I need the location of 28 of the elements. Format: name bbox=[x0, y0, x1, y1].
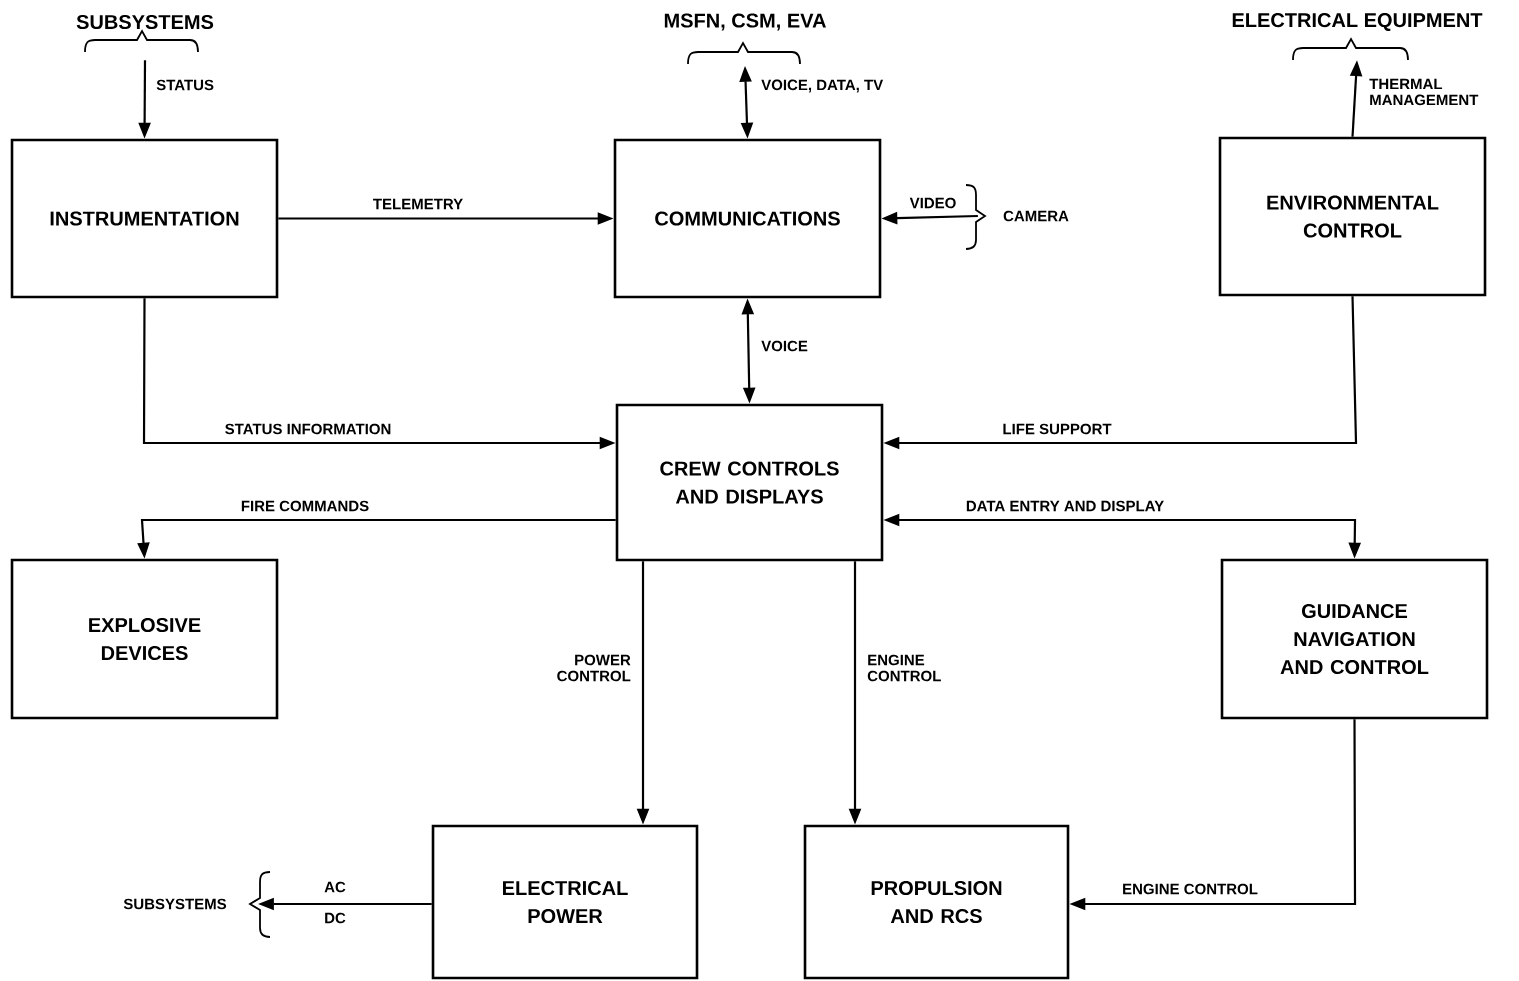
block-box: PROPULSION AND RCS bbox=[803, 824, 1070, 980]
group-label: CAMERA bbox=[1003, 210, 1069, 222]
edge-label: ENGINE CONTROL bbox=[867, 654, 941, 682]
group-label: SUBSYSTEMS bbox=[76, 14, 214, 30]
edge-label: TELEMETRY bbox=[373, 198, 463, 210]
signal-label: DC bbox=[325, 912, 346, 924]
edge-label: VOICE, DATA, TV bbox=[761, 79, 884, 93]
edge-label: STATUS bbox=[156, 79, 214, 91]
block-box: ENVIRONMENTAL CONTROL bbox=[1218, 136, 1487, 297]
edge-label: FIRE COMMANDS bbox=[241, 500, 369, 512]
block-box: GUIDANCE NAVIGATION AND CONTROL bbox=[1220, 558, 1489, 720]
edge-label: DATA ENTRY AND DISPLAY bbox=[966, 500, 1164, 512]
block-box: EXPLOSIVE DEVICES bbox=[10, 558, 279, 720]
edge-label: ENGINE CONTROL bbox=[1123, 883, 1258, 895]
edge-label: STATUS INFORMATION bbox=[225, 423, 391, 435]
edge-label: LIFE SUPPORT bbox=[1003, 423, 1112, 435]
edge-label: THERMAL MANAGEMENT bbox=[1369, 78, 1479, 106]
block-box: INSTRUMENTATION bbox=[10, 138, 279, 299]
edge-label: VOICE bbox=[761, 340, 808, 352]
block-box: COMMUNICATIONS bbox=[613, 138, 882, 299]
edge-label: AC bbox=[324, 881, 346, 893]
block-box: CREW CONTROLS AND DISPLAYS bbox=[615, 403, 884, 562]
group-label: MSFN, CSM, EVA bbox=[664, 13, 826, 31]
group-label: SUBSYSTEMS bbox=[123, 898, 227, 910]
group-label: ELECTRICAL EQUIPMENT bbox=[1232, 13, 1483, 31]
edge-label: VIDEO bbox=[909, 197, 956, 209]
edge-label: POWER CONTROL bbox=[557, 654, 631, 682]
block-box: ELECTRICAL POWER bbox=[431, 824, 699, 980]
